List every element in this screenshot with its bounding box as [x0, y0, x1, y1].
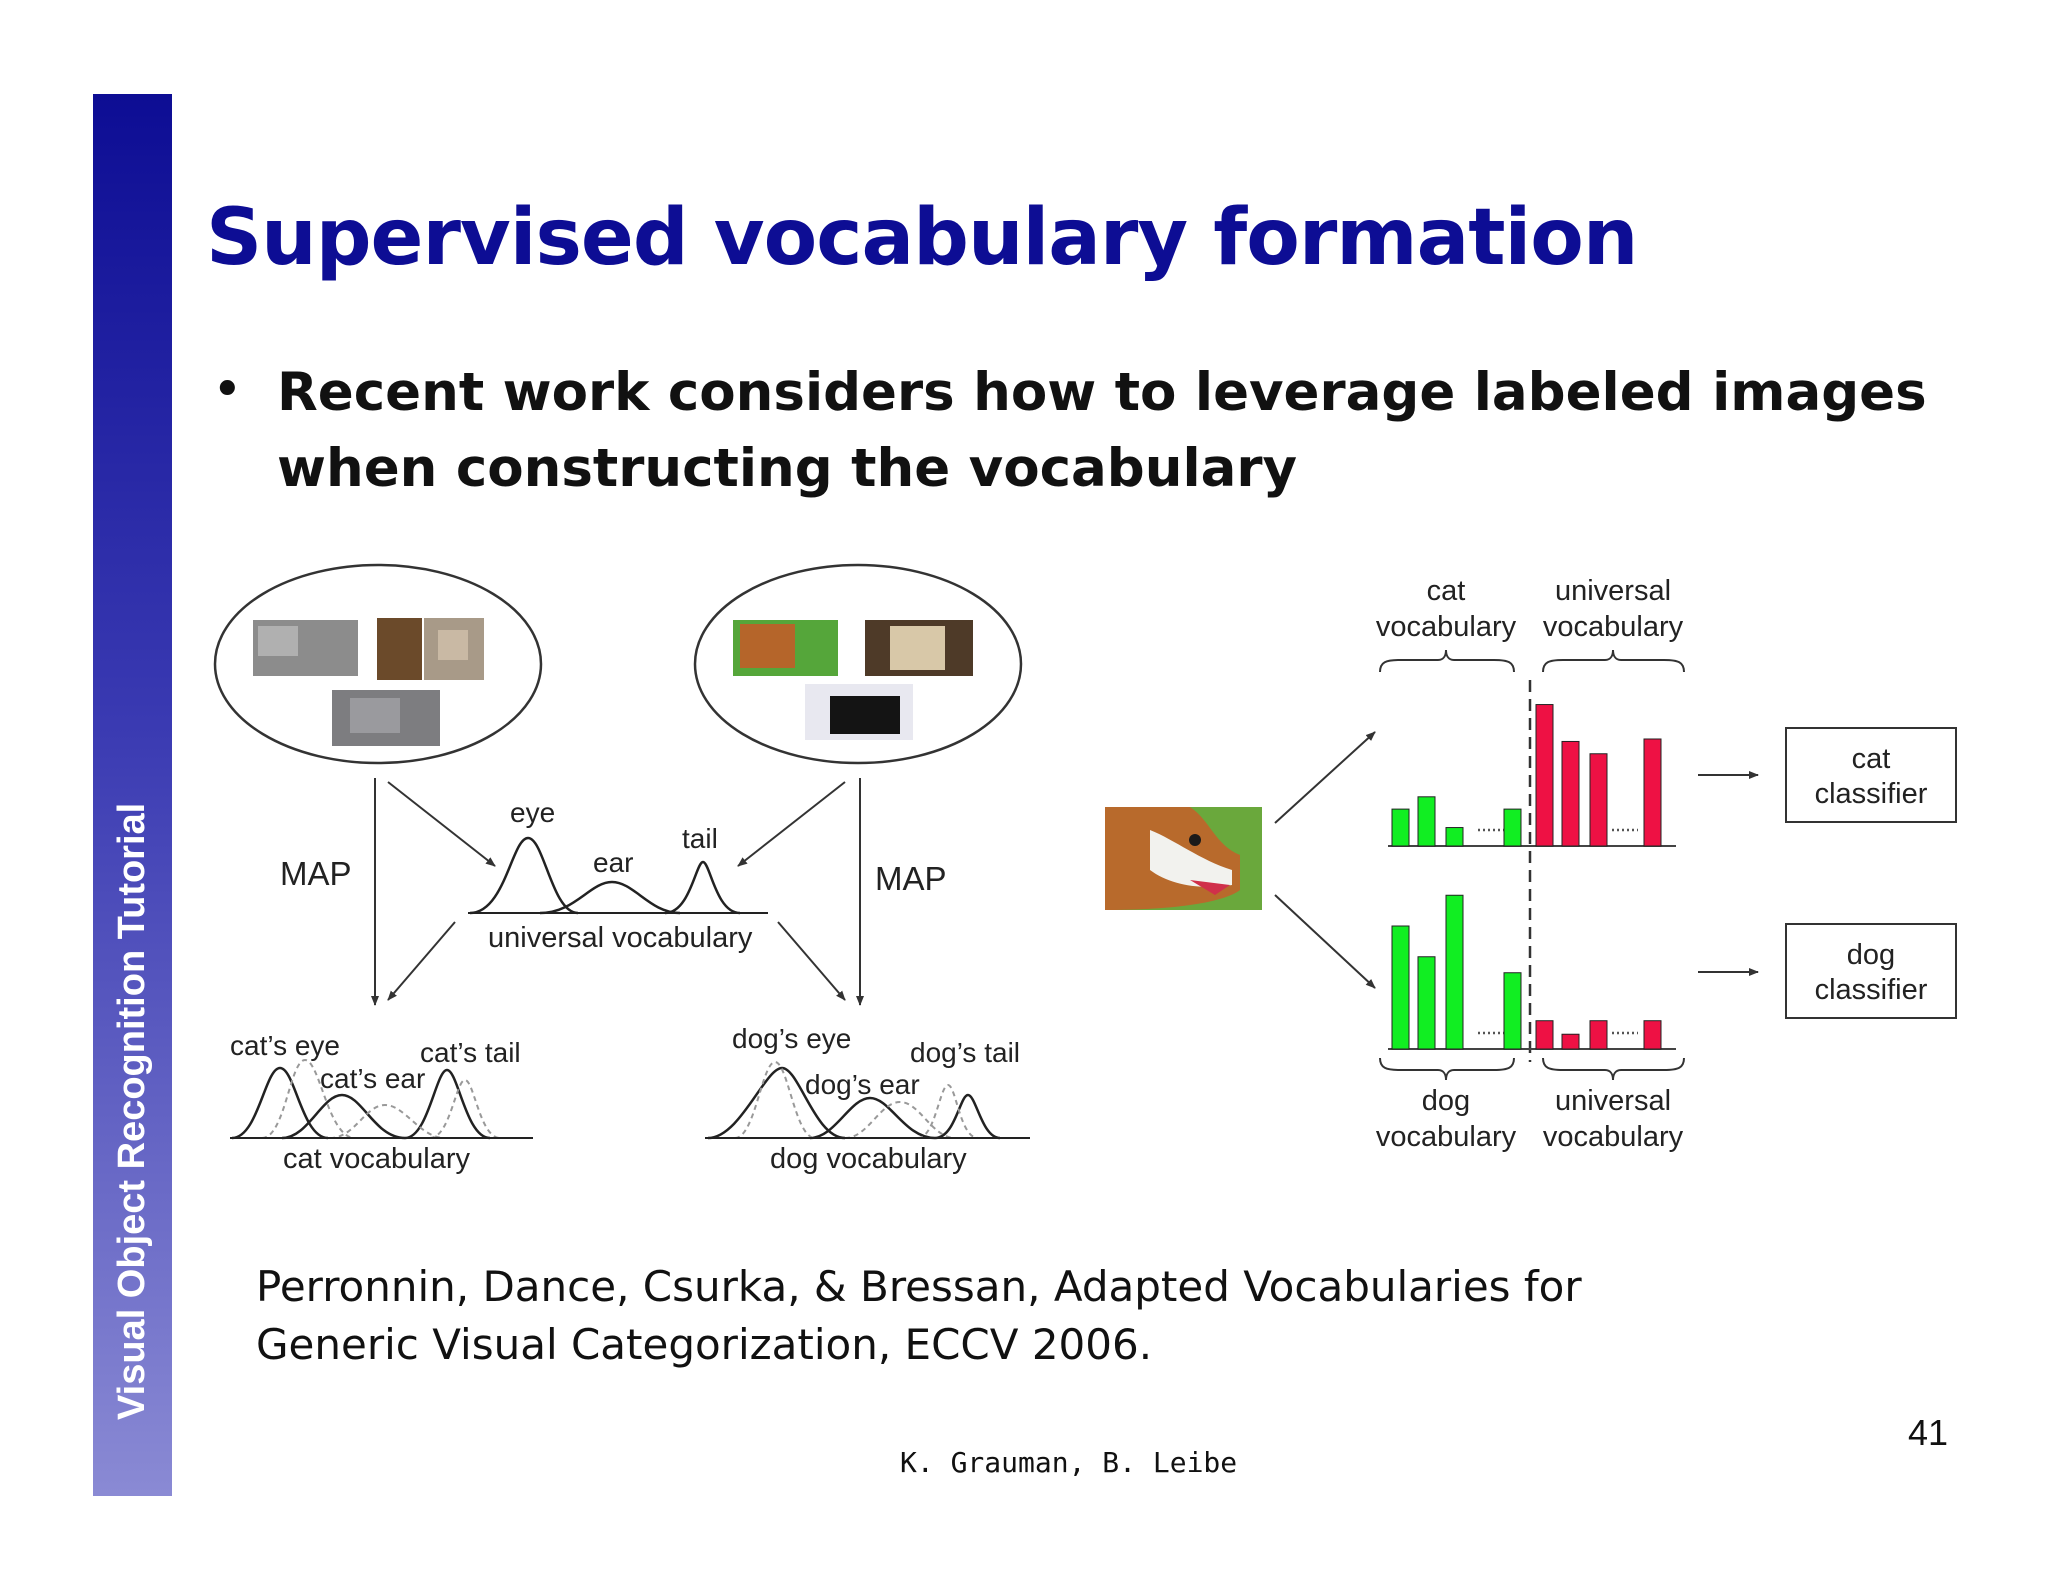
cat-tail-label: cat’s tail [420, 1037, 521, 1068]
slide-title: Supervised vocabulary formation [206, 193, 1638, 283]
dog-ear-label: dog’s ear [805, 1069, 920, 1100]
cat-photo-2 [377, 618, 422, 680]
cat-photos [253, 618, 484, 746]
bullet-text: Recent work considers how to leverage la… [277, 362, 1927, 499]
page-number: 41 [1908, 1412, 1949, 1453]
top-right-brace [1542, 649, 1685, 673]
cat-vocabulary-curves [230, 1058, 533, 1140]
universal-vocabulary-curves [468, 836, 768, 915]
dog-vocabulary-label: dog vocabulary [770, 1143, 967, 1175]
bottom-right-label-2: vocabulary [1543, 1121, 1684, 1153]
top-bar-red-3 [1589, 753, 1608, 847]
citation: Perronnin, Dance, Csurka, & Bressan, Ada… [256, 1262, 1582, 1369]
bottom-left-label-1: dog [1422, 1085, 1470, 1117]
dog-images-ellipse [693, 563, 1023, 765]
dog-photos [733, 620, 973, 740]
top-histogram [1391, 704, 1662, 847]
dog-classifier-label-2: classifier [1815, 974, 1928, 1006]
bottom-bar-green-2 [1417, 956, 1436, 1050]
bottom-left-label-2: vocabulary [1376, 1121, 1517, 1153]
author-credit: K. Grauman, B. Leibe [900, 1446, 1238, 1479]
dog-classifier-box [1785, 923, 1957, 1019]
universal-ear-label: ear [593, 847, 633, 878]
cat-eye-label: cat’s eye [230, 1030, 340, 1061]
bottom-bar-red-4 [1643, 1020, 1662, 1050]
cat-vocabulary-label: cat vocabulary [283, 1143, 470, 1175]
top-left-label-1: cat [1427, 575, 1466, 607]
dog-tail-label: dog’s tail [910, 1037, 1020, 1068]
bottom-bar-red-3 [1589, 1020, 1608, 1050]
bottom-bar-red-1 [1535, 1020, 1554, 1050]
cat-classifier-label-1: cat [1852, 743, 1891, 775]
bottom-bar-green-1 [1391, 925, 1410, 1050]
bottom-left-brace [1379, 1057, 1515, 1081]
bottom-right-label-1: universal [1555, 1085, 1671, 1117]
cat-classifier-label-2: classifier [1815, 778, 1928, 810]
bottom-bar-green-4 [1503, 972, 1522, 1050]
top-left-brace [1379, 649, 1515, 673]
bottom-bar-green-3 [1445, 894, 1464, 1050]
top-right-label-2: vocabulary [1543, 611, 1684, 643]
universal-eye-label: eye [510, 797, 555, 828]
sidebar-band [93, 94, 172, 1496]
query-dog-image [1105, 807, 1262, 910]
cat-ear-label: cat’s ear [320, 1063, 425, 1094]
top-right-label-1: universal [1555, 575, 1671, 607]
dog-vocabulary-curves [705, 1060, 1030, 1140]
top-bar-green-3 [1445, 827, 1464, 847]
top-bar-red-4 [1643, 738, 1662, 847]
top-bar-red-2 [1561, 740, 1580, 847]
dog-eye-label: dog’s eye [732, 1023, 851, 1054]
bottom-histogram [1391, 894, 1662, 1050]
cat-images-ellipse [213, 563, 543, 765]
dog-classifier-label-1: dog [1847, 939, 1895, 971]
bullet-dot: • [212, 360, 243, 420]
bottom-bar-red-2 [1561, 1033, 1580, 1050]
cat-classifier-box [1785, 727, 1957, 823]
bottom-right-brace [1542, 1057, 1685, 1081]
map-right-label: MAP [875, 860, 947, 897]
top-bar-red-1 [1535, 704, 1554, 847]
universal-vocabulary-label: universal vocabulary [488, 922, 753, 954]
top-bar-green-2 [1417, 796, 1436, 847]
universal-tail-label: tail [682, 823, 718, 854]
map-left-label: MAP [280, 855, 352, 892]
top-bar-green-4 [1503, 808, 1522, 847]
top-bar-green-1 [1391, 808, 1410, 847]
top-left-label-2: vocabulary [1376, 611, 1517, 643]
